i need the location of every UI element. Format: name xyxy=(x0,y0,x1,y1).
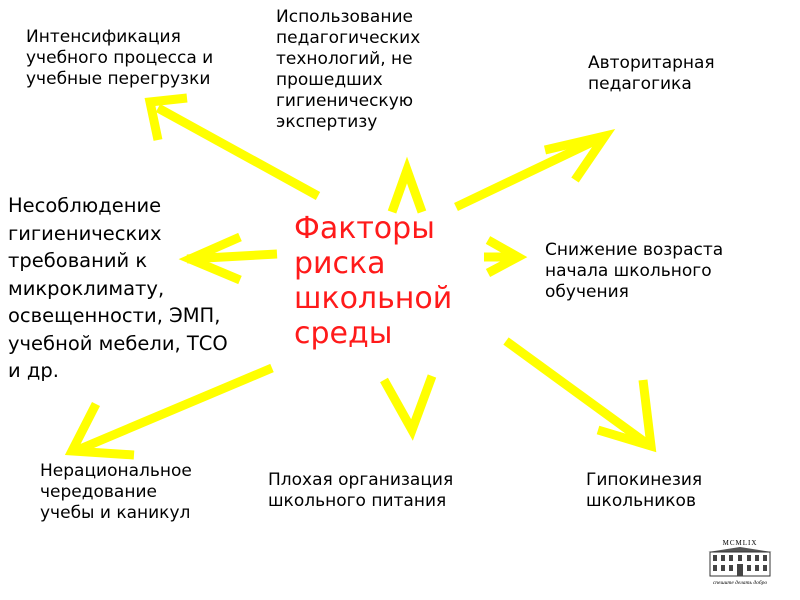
arrow-to-pedagogical-tech xyxy=(387,156,427,214)
arrow-to-school-age xyxy=(484,236,528,277)
center-title: Факторы риска школьной среды xyxy=(294,211,453,351)
arrow-to-hypokinesia xyxy=(503,337,657,453)
logo-motto: спешите делать добро xyxy=(713,579,768,586)
school-building-logo: MCMLIX спешите делать добро xyxy=(708,539,772,586)
factor-intensification: Интенсификация учебного процесса и учебн… xyxy=(26,27,214,89)
arrow-to-authoritarian xyxy=(454,128,616,212)
arrow-to-irrational-schedule xyxy=(64,363,274,460)
factor-nutrition: Плохая организация школьного питания xyxy=(268,470,454,511)
arrow-to-hygiene xyxy=(178,232,278,285)
factor-irrational-schedule: Нерациональное чередование учебы и каник… xyxy=(40,461,192,523)
factor-school-age: Снижение возраста начала школьного обуче… xyxy=(545,240,724,302)
factor-hygiene-noncompliance: Несоблюдение гигиенических требований к … xyxy=(8,194,228,382)
factor-pedagogical-tech: Использование педагогических технологий,… xyxy=(276,7,421,132)
factor-authoritarian: Авторитарная педагогика xyxy=(588,53,715,94)
logo-roman-numeral: MCMLIX xyxy=(723,539,758,547)
arrow-to-intensification xyxy=(144,93,321,200)
arrow-to-nutrition xyxy=(380,374,437,441)
factor-hypokinesia: Гипокинезия школьников xyxy=(586,470,703,511)
